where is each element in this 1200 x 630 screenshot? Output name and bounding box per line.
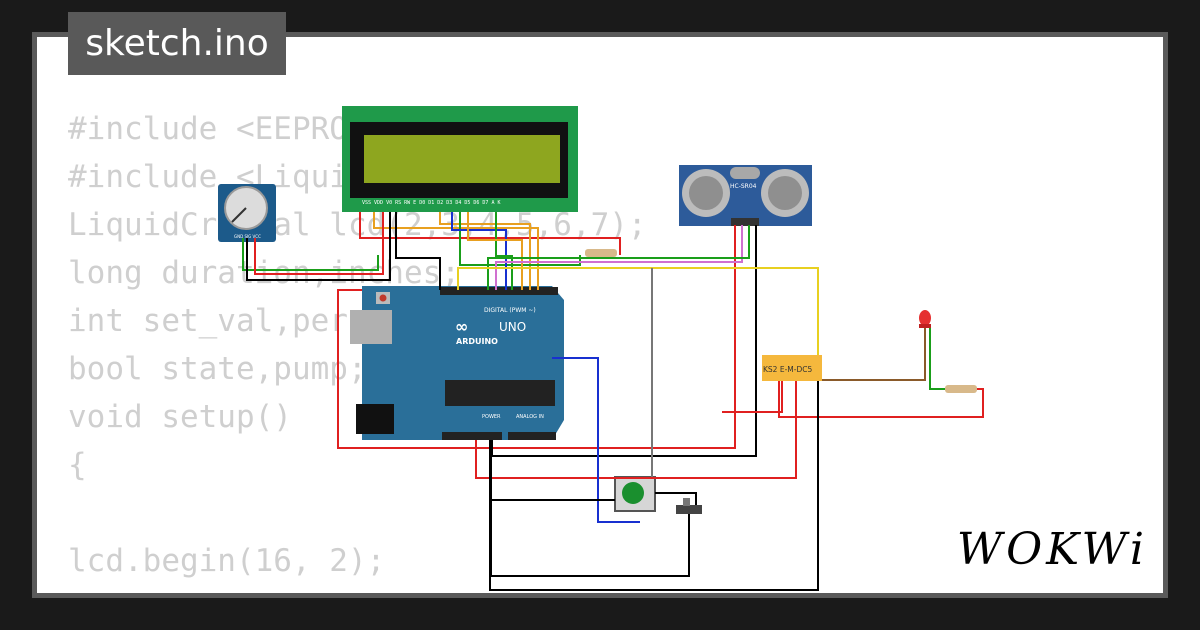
power-jack <box>356 404 394 434</box>
lcd-1602[interactable]: VSS VDD V0 RS RW E D0 D1 D2 D3 D4 D5 D6 … <box>342 106 578 212</box>
code-line: bool state,pump; <box>68 351 367 387</box>
code-line: void setup() <box>68 399 292 435</box>
arduino-brand: ARDUINO <box>456 337 498 346</box>
analog-header <box>508 432 556 440</box>
uno-label: UNO <box>499 320 526 334</box>
arduino-uno[interactable]: DIGITAL (PWM ~) ∞ UNO ARDUINO POWER ANAL… <box>350 286 564 440</box>
code-line: lcd.print("WATER LEVEL:"); <box>68 585 647 593</box>
push-button[interactable] <box>614 476 656 512</box>
power-header <box>442 432 502 440</box>
resistor-led[interactable] <box>945 385 977 393</box>
wires <box>242 212 984 591</box>
digital-header <box>440 287 558 295</box>
resistor-lcd[interactable] <box>585 249 617 257</box>
atmega-chip <box>445 380 555 406</box>
slide-switch[interactable] <box>676 498 702 514</box>
potentiometer[interactable]: GND SIG VCC <box>218 184 276 242</box>
lcd-screen <box>364 135 560 183</box>
ultrasonic-label: HC-SR04 <box>730 183 757 190</box>
power-label: POWER <box>482 414 501 420</box>
analog-label: ANALOG IN <box>516 414 544 420</box>
code-line: { <box>68 447 87 483</box>
digital-label: DIGITAL (PWM ~) <box>484 307 536 314</box>
red-led[interactable] <box>919 310 931 328</box>
svg-text:∞: ∞ <box>455 317 468 336</box>
relay-module[interactable]: KS2 E-M-DC5 <box>762 355 822 381</box>
sketch-file-tab[interactable]: sketch.ino <box>68 12 286 75</box>
usb-port <box>350 310 392 344</box>
lcd-pin-labels: VSS VDD V0 RS RW E D0 D1 D2 D3 D4 D5 D6 … <box>362 200 500 206</box>
code-line: lcd.begin(16, 2); <box>68 543 386 579</box>
relay-label: KS2 E-M-DC5 <box>763 365 812 374</box>
pot-label: GND SIG VCC <box>234 234 261 239</box>
wokwi-logo: WOKWi <box>956 524 1148 575</box>
hc-sr04-sensor[interactable]: HC-SR04 <box>679 165 812 226</box>
